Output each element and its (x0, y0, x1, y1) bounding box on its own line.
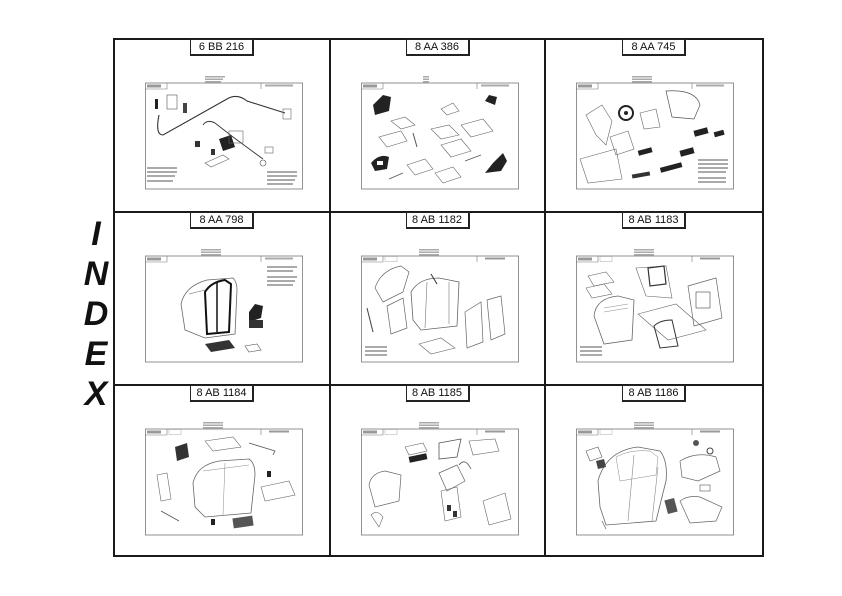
cab-assembly-drawing-icon (145, 249, 303, 363)
index-cell[interactable]: 6 BB 216 (115, 39, 331, 213)
sheet-reference-label: 8 AB 1184 (190, 385, 254, 402)
index-letter-d: D (83, 295, 109, 333)
index-letter-e: E (84, 335, 108, 373)
index-cell[interactable]: 8 AB 1183 (546, 212, 762, 386)
index-cell[interactable]: 8 AB 1186 (546, 385, 762, 555)
sheet-reference-label: 8 AB 1185 (405, 385, 470, 402)
index-cell[interactable]: 8 AB 1185 (331, 385, 546, 555)
index-letter-x: X (84, 375, 108, 413)
sheet-reference-label: 8 AA 798 (190, 212, 254, 229)
drawing-thumbnail[interactable] (576, 248, 734, 363)
sheet-reference-label: 8 AA 386 (405, 39, 470, 56)
cab-frame-mats-drawing-icon (145, 422, 303, 536)
index-letter-n: N (83, 255, 109, 293)
drawing-thumbnail[interactable] (361, 75, 519, 190)
index-letter-i: I (91, 215, 101, 253)
cab-frame-console-drawing-icon (576, 422, 734, 536)
drawing-thumbnail[interactable] (576, 75, 734, 190)
cab-glazing-drawing-icon (361, 249, 519, 363)
dashboard-exploded-drawing-icon (576, 76, 734, 190)
sheet-reference-label: 8 AA 745 (622, 39, 686, 56)
index-cell[interactable]: 8 AA 386 (331, 39, 546, 213)
seat-exploded-drawing-icon (361, 76, 519, 190)
sheet-reference-label: 8 AB 1186 (622, 385, 686, 402)
index-grid: 6 BB 216 8 AA 386 (113, 38, 764, 557)
index-cell[interactable]: 8 AA 798 (115, 212, 331, 386)
drawing-thumbnail[interactable] (576, 421, 734, 536)
index-cell[interactable]: 8 AB 1184 (115, 385, 331, 555)
drawing-thumbnail[interactable] (145, 75, 303, 190)
drawing-thumbnail[interactable] (145, 421, 303, 536)
drawing-thumbnail[interactable] (361, 421, 519, 536)
drawing-thumbnail[interactable] (145, 248, 303, 363)
cable-harness-drawing-icon (145, 76, 303, 190)
sheet-reference-label: 6 BB 216 (190, 39, 254, 56)
cab-trim-drawing-icon (361, 422, 519, 536)
index-cell[interactable]: 8 AA 745 (546, 39, 762, 213)
cab-roof-door-drawing-icon (576, 249, 734, 363)
index-cell[interactable]: 8 AB 1182 (331, 212, 546, 386)
drawing-thumbnail[interactable] (361, 248, 519, 363)
sheet-reference-label: 8 AB 1182 (405, 212, 470, 229)
sheet-reference-label: 8 AB 1183 (622, 212, 686, 229)
index-vertical-title: I N D E X (78, 214, 114, 414)
